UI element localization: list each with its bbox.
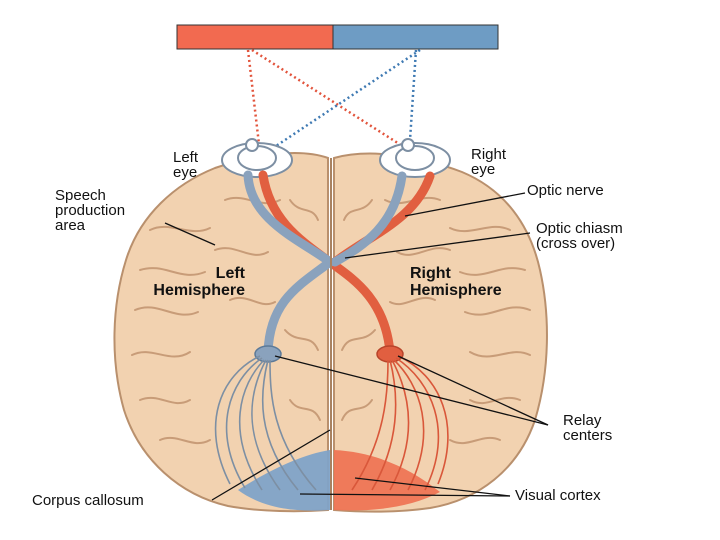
right-eye-icon [379, 138, 451, 178]
optic-chiasm-label: Optic chiasm(cross over) [536, 220, 623, 252]
visual-field-left-half [176, 24, 334, 50]
right-optic-radiation [351, 355, 449, 491]
left-eye-icon [221, 138, 293, 178]
left-optic-radiation [214, 355, 317, 491]
right-hemisphere-shape [333, 152, 548, 513]
gyri-folds [131, 196, 531, 445]
corpus-callosum-label: Corpus callosum [32, 492, 144, 509]
visual-field-right-half [332, 24, 499, 50]
optic-nerve-label: Optic nerve [527, 182, 604, 199]
visual-cortex-label: Visual cortex [515, 487, 601, 504]
visual-cortex-left [238, 450, 330, 511]
left-hemisphere-shape [113, 152, 329, 513]
leader-lines [164, 192, 549, 501]
